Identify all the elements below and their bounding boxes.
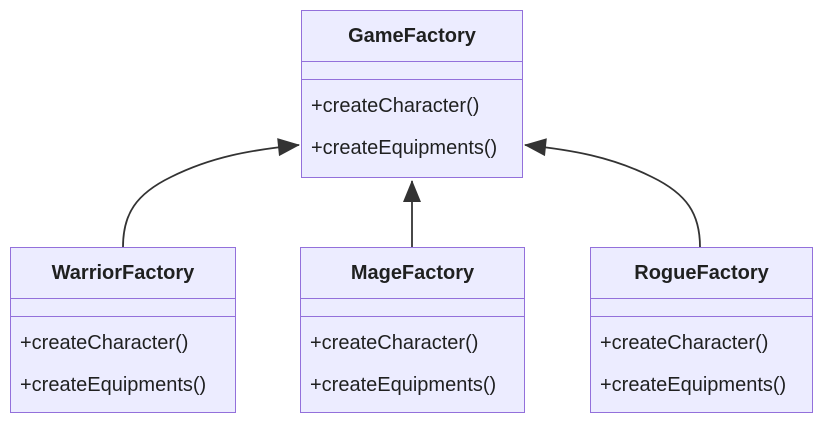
class-attributes-section <box>301 299 524 317</box>
class-node-warriorfactory: WarriorFactory +createCharacter() +creat… <box>10 247 236 413</box>
class-node-roguefactory: RogueFactory +createCharacter() +createE… <box>590 247 813 413</box>
class-methods-section: +createCharacter() +createEquipments() <box>302 80 522 169</box>
class-attributes-section <box>302 62 522 80</box>
class-title: WarriorFactory <box>11 248 235 299</box>
class-node-gamefactory: GameFactory +createCharacter() +createEq… <box>301 10 523 178</box>
class-title: MageFactory <box>301 248 524 299</box>
class-method: +createEquipments() <box>311 137 498 159</box>
class-method: +createCharacter() <box>600 332 769 354</box>
class-method: +createEquipments() <box>310 374 497 396</box>
class-method: +createEquipments() <box>20 374 207 396</box>
class-title: GameFactory <box>302 11 522 62</box>
class-method: +createEquipments() <box>600 374 787 396</box>
class-attributes-section <box>11 299 235 317</box>
class-methods-section: +createCharacter() +createEquipments() <box>301 317 524 406</box>
class-node-magefactory: MageFactory +createCharacter() +createEq… <box>300 247 525 413</box>
class-title: RogueFactory <box>591 248 812 299</box>
class-method: +createCharacter() <box>311 95 480 117</box>
class-method: +createCharacter() <box>310 332 479 354</box>
edge-warriorfactory-to-gamefactory <box>122 138 300 248</box>
class-methods-section: +createCharacter() +createEquipments() <box>11 317 235 406</box>
class-attributes-section <box>591 299 812 317</box>
edge-roguefactory-to-gamefactory <box>524 138 701 248</box>
class-methods-section: +createCharacter() +createEquipments() <box>591 317 812 406</box>
class-method: +createCharacter() <box>20 332 189 354</box>
